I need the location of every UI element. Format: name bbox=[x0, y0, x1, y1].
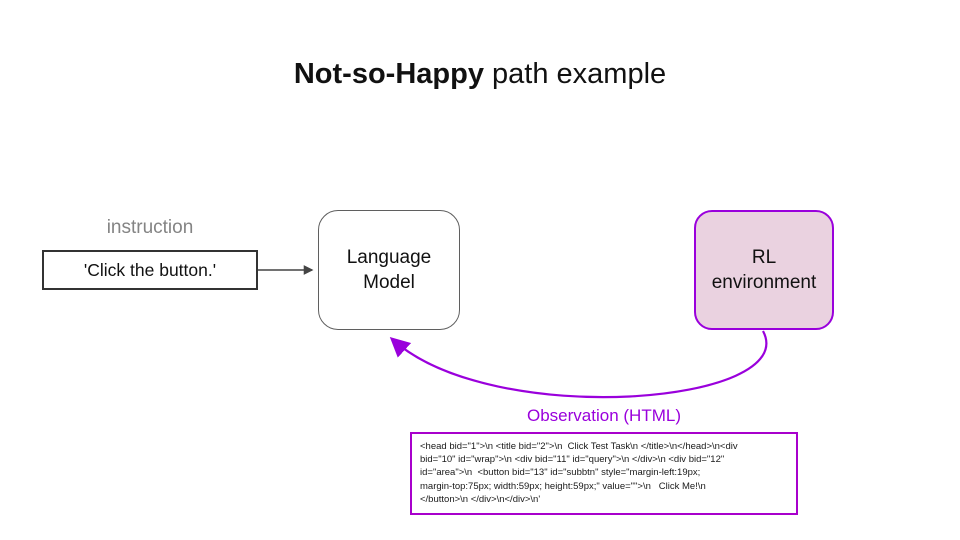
instruction-text: 'Click the button.' bbox=[83, 259, 217, 280]
language-model-line2: Model bbox=[363, 272, 415, 293]
observation-code-box: <head bid="1">\n <title bid="2">\n Click… bbox=[410, 432, 798, 515]
page-title: Not-so-Happy path example bbox=[0, 57, 960, 91]
instruction-box: 'Click the button.' bbox=[42, 250, 258, 290]
rl-environment-line1: RL bbox=[751, 247, 777, 268]
rl-environment-line2: environment bbox=[711, 272, 817, 293]
observation-code-text: <head bid="1">\n <title bid="2">\n Click… bbox=[420, 441, 738, 505]
title-regular-text: path example bbox=[483, 58, 667, 90]
instruction-label: instruction bbox=[106, 217, 194, 238]
observation-label: Observation (HTML) bbox=[527, 406, 681, 425]
language-model-node: Language Model bbox=[318, 210, 460, 330]
observation-arrow bbox=[389, 330, 768, 399]
language-model-line1: Language bbox=[346, 247, 432, 268]
rl-environment-node: RL environment bbox=[694, 210, 834, 330]
title-bold-text: Not-so-Happy bbox=[293, 58, 484, 90]
